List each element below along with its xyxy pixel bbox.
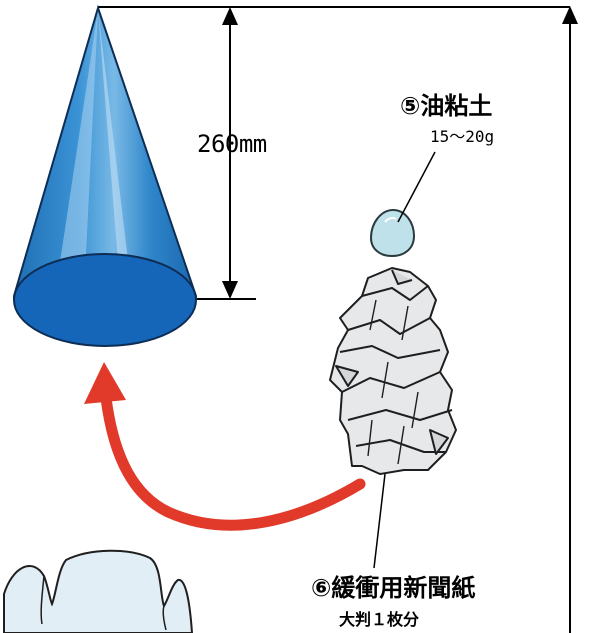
oil-clay-ball	[369, 208, 416, 258]
oil-clay-weight: 15～20g	[430, 127, 495, 146]
height-label: 260mm	[197, 130, 267, 158]
crumpled-newspaper	[329, 267, 457, 475]
container-illustration	[3, 549, 194, 633]
clay-leader-line	[397, 151, 436, 223]
paper-leader-line	[373, 473, 386, 569]
cone-illustration	[12, 4, 198, 347]
oil-clay-label: ⑤油粘土	[400, 92, 493, 120]
height-dimension-arrow	[190, 7, 256, 300]
newspaper-amount: 大判１枚分	[339, 610, 420, 629]
right-height-arrow	[562, 6, 578, 633]
placement-arrow	[84, 362, 366, 531]
newspaper-label: ⑥緩衝用新聞紙	[311, 574, 476, 602]
